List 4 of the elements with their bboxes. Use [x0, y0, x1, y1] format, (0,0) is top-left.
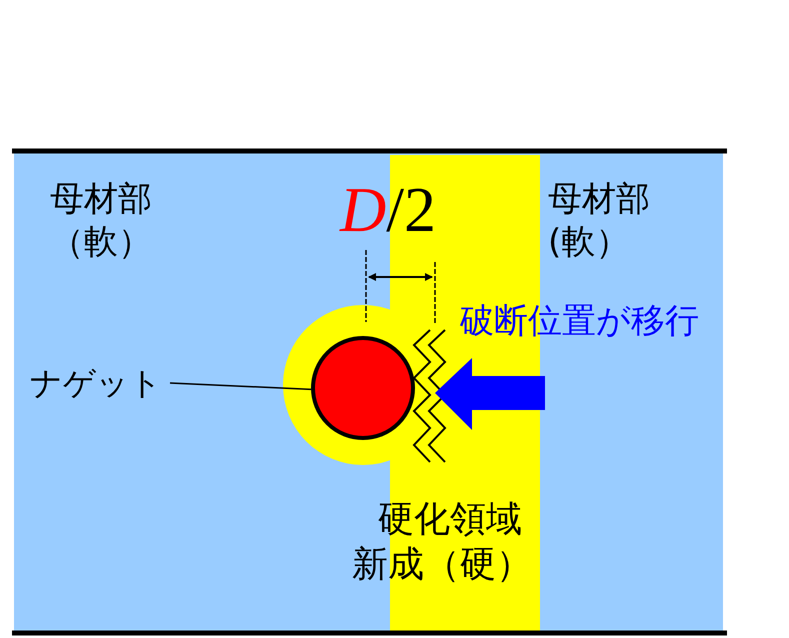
nugget-label: ナゲット [30, 362, 170, 404]
region-label: 母材部（軟） [50, 178, 153, 263]
region-label: 母材部(軟） [548, 178, 651, 263]
leader-line [170, 382, 312, 390]
